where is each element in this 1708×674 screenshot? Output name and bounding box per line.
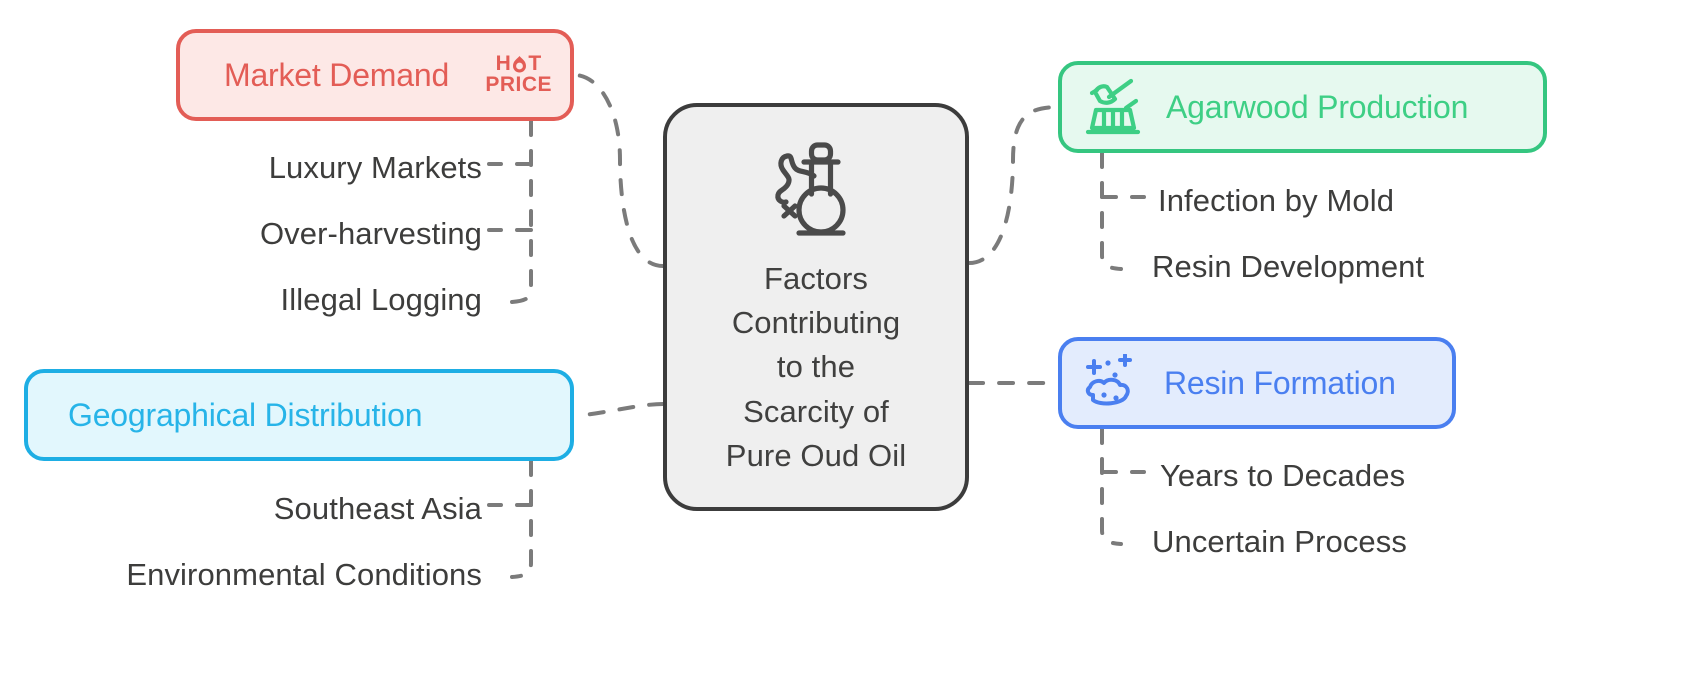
central-node-label: Factors Contributing to the Scarcity of …	[725, 261, 907, 473]
wire-center-to-market-demand	[574, 73, 665, 268]
wire-agarwood-spine	[1100, 151, 1123, 271]
wire-resin-spine	[1100, 427, 1123, 546]
leaf-years-to-decades[interactable]: Years to Decades	[1160, 458, 1406, 493]
flame-badge-icon: H T PRICE	[485, 54, 552, 95]
leaf-illegal-logging[interactable]: Illegal Logging	[280, 282, 482, 317]
axe-chopping-icon	[1082, 76, 1142, 138]
leaf-environmental-conditions[interactable]: Environmental Conditions	[126, 557, 482, 592]
branch-agarwood-label: Agarwood Production	[1166, 88, 1469, 125]
branch-resin-label: Resin Formation	[1164, 364, 1396, 401]
leaf-southeast-asia[interactable]: Southeast Asia	[273, 491, 482, 526]
hot-text-h: H	[495, 52, 512, 76]
leaf-infection-by-mold[interactable]: Infection by Mold	[1158, 183, 1395, 218]
wire-center-to-geographical	[574, 402, 665, 418]
wire-geographical-spine	[510, 459, 533, 579]
perfume-bottle-icon	[773, 140, 859, 241]
branch-geographical-distribution[interactable]: Geographical Distribution	[24, 369, 574, 461]
flame-glyph-icon	[513, 56, 527, 73]
leaf-over-harvesting[interactable]: Over-harvesting	[259, 216, 482, 251]
branch-market-demand-label: Market Demand	[224, 56, 450, 93]
badge-price-text: PRICE	[485, 73, 552, 96]
sparkle-cloud-icon	[1082, 354, 1142, 412]
hot-text-t: T	[528, 52, 542, 76]
leaf-uncertain-process[interactable]: Uncertain Process	[1152, 524, 1407, 559]
branch-agarwood-production[interactable]: Agarwood Production	[1058, 61, 1547, 153]
wire-market-demand-spine	[510, 119, 533, 304]
leaf-luxury-markets[interactable]: Luxury Markets	[268, 150, 482, 185]
central-node[interactable]: Factors Contributing to the Scarcity of …	[663, 103, 969, 511]
branch-geographical-label: Geographical Distribution	[68, 396, 423, 433]
branch-resin-formation[interactable]: Resin Formation	[1058, 337, 1456, 429]
wire-center-to-agarwood	[967, 105, 1058, 265]
leaf-resin-development[interactable]: Resin Development	[1152, 249, 1425, 284]
branch-market-demand[interactable]: Market Demand H T PRICE	[176, 29, 574, 121]
